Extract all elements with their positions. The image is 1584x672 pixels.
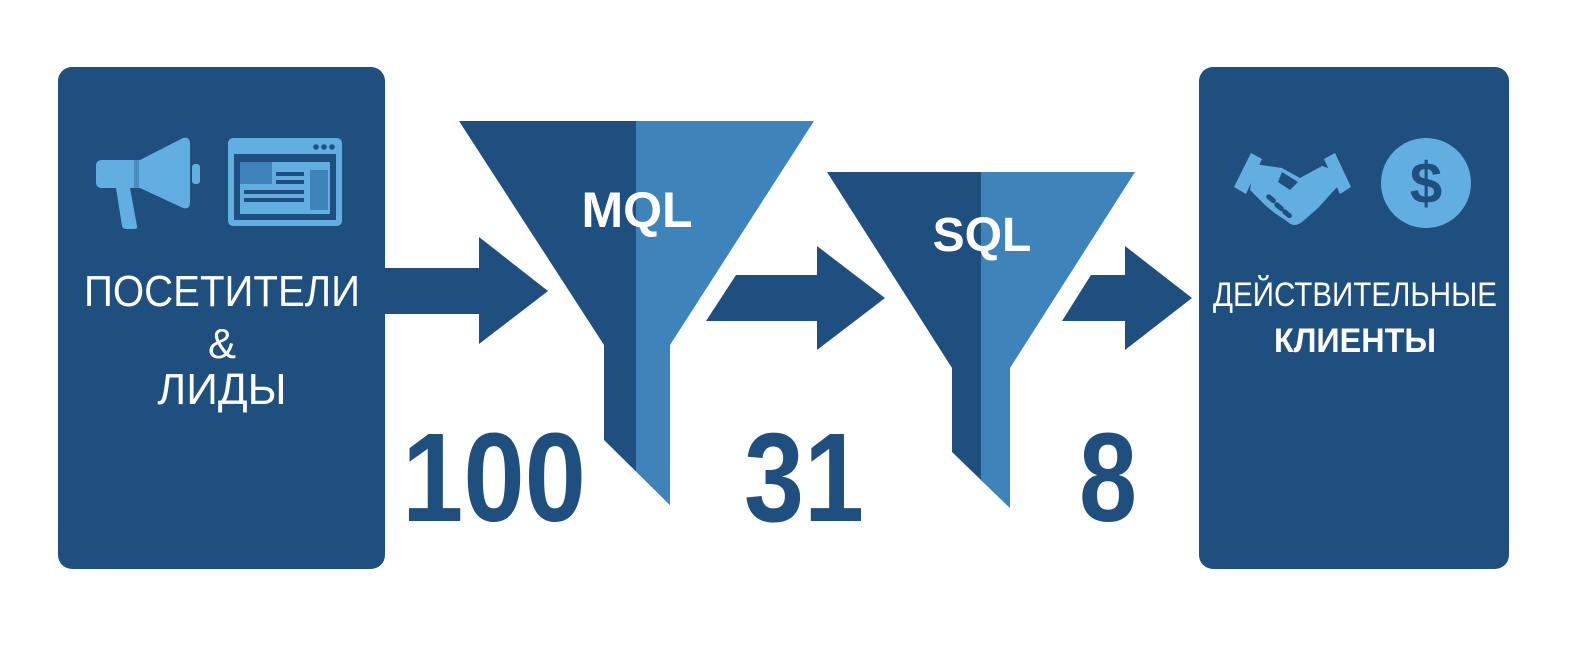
customers-label-line1: ДЕЙСТВИТЕЛЬНЫЕ <box>1213 276 1497 314</box>
count-sql: 8 <box>1079 407 1137 548</box>
count-mql: 31 <box>744 407 864 548</box>
sql-label: SQL <box>933 209 1032 262</box>
mql-funnel-light-half <box>636 121 814 505</box>
mql-funnel: MQL <box>459 121 814 505</box>
dollar-coin-icon: $ <box>1381 138 1471 228</box>
arrow-mql-to-sql <box>706 246 885 350</box>
customers-box: $ ДЕЙСТВИТЕЛЬНЫЕ КЛИЕНТЫ <box>1199 67 1509 569</box>
handshake-icon <box>1234 153 1351 225</box>
sql-funnel: SQL <box>827 172 1135 508</box>
mql-funnel-dark-half <box>459 121 670 505</box>
leads-label-line2: & <box>208 320 236 367</box>
customers-label-line2: КЛИЕНТЫ <box>1274 322 1436 360</box>
svg-text:$: $ <box>1410 151 1442 216</box>
arrow-sql-to-customers <box>1062 246 1192 350</box>
arrow-leads-to-mql <box>385 237 548 344</box>
leads-label-line1: ПОСЕТИТЕЛИ <box>84 267 360 316</box>
sql-funnel-dark-half <box>827 172 1010 508</box>
megaphone-icon <box>96 137 200 229</box>
customers-box-background <box>1199 67 1509 569</box>
sql-funnel-light-half <box>981 172 1135 508</box>
leads-box: ПОСЕТИТЕЛИ & ЛИДЫ <box>58 67 385 569</box>
leads-label-line3: ЛИДЫ <box>157 365 286 414</box>
mql-label: MQL <box>581 182 692 238</box>
web-page-icon <box>228 138 342 226</box>
count-leads: 100 <box>402 407 586 548</box>
